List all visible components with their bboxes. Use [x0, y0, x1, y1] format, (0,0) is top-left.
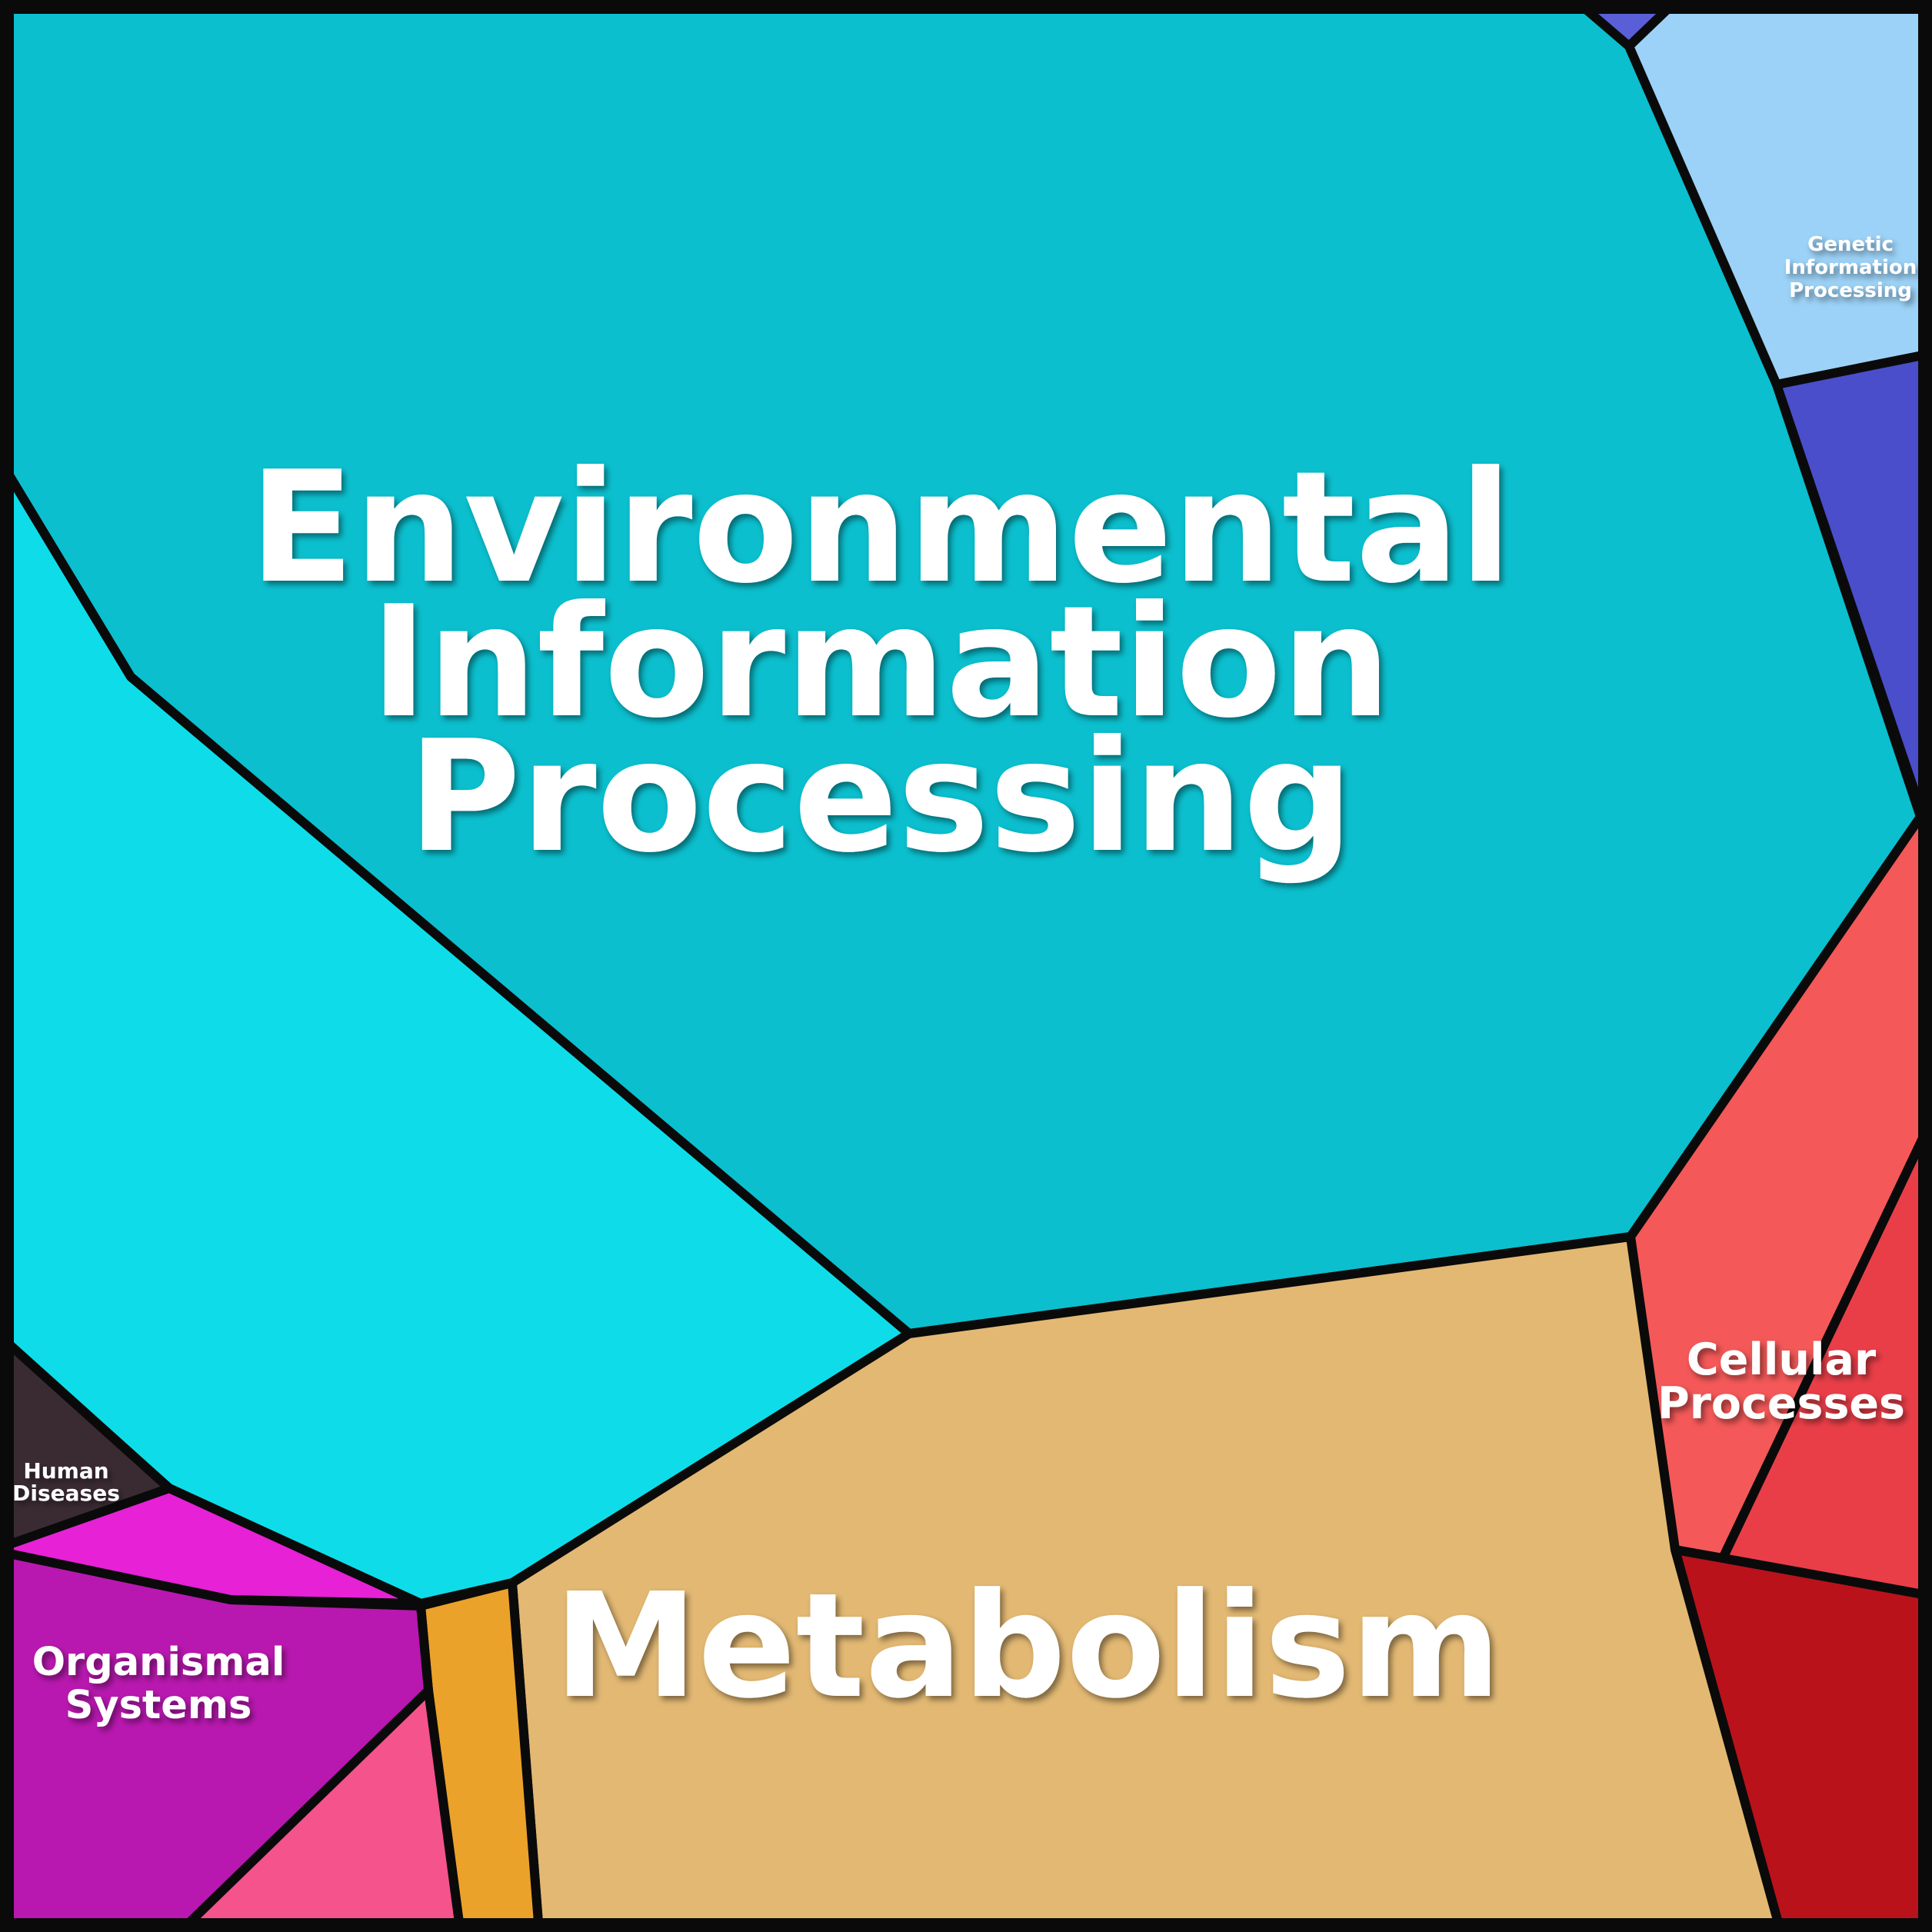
region-unlabeled-pink[interactable]	[185, 1686, 464, 1927]
region-human-diseases[interactable]	[5, 1340, 174, 1549]
region-unlabeled-royal-blue-right[interactable]	[1772, 351, 1927, 820]
cells-layer	[5, 5, 1927, 1927]
region-label-metabolism: Metabolism	[554, 1562, 1501, 1730]
region-unlabeled-royal-blue-top[interactable]	[1581, 5, 1672, 51]
